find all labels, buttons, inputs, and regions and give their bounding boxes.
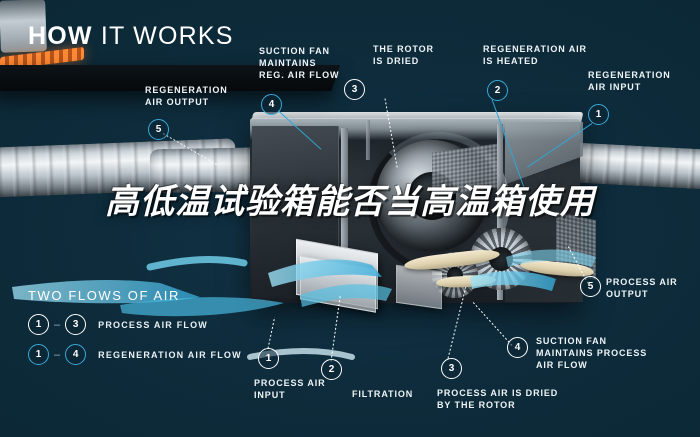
callout-label-3-process-dried: PROCESS AIR IS DRIED BY THE ROTOR <box>437 388 559 410</box>
legend-marker-to-4: 4 <box>65 344 87 365</box>
legend-marker-from-1: 1 <box>28 314 49 335</box>
legend-dash-2: – <box>54 348 61 361</box>
legend-marker-to-3: 3 <box>65 314 87 335</box>
callout-label-5-process-output: PROCESS AIR OUTPUT <box>606 277 678 299</box>
page-title-bold: HOW <box>28 22 93 50</box>
callout-label-1-process-input: PROCESS AIR INPUT <box>254 378 326 400</box>
callout-label-2-regen-heated: REGENERATION AIR IS HEATED <box>483 44 587 66</box>
legend-row-process-air-flow: 1 – 3 PROCESS AIR FLOW <box>28 314 242 335</box>
callout-label-4-process-fan: SUCTION FAN MAINTAINS PROCESS AIR FLOW <box>536 336 648 370</box>
legend: TWO FLOWS OF AIR 1 – 3 PROCESS AIR FLOW … <box>28 288 242 374</box>
callout-label-4-regen-fan: SUCTION FAN MAINTAINS REG. AIR FLOW <box>259 46 340 80</box>
callout-marker-3-rotor-dried[interactable]: 3 <box>344 79 365 100</box>
callout-label-3-rotor-dried: THE ROTOR IS DRIED <box>373 44 434 66</box>
legend-row-regeneration-air-flow: 1 – 4 REGENERATION AIR FLOW <box>28 344 242 365</box>
callout-marker-2-filtration[interactable]: 2 <box>321 359 342 380</box>
callout-marker-4-regen-fan[interactable]: 4 <box>261 94 282 115</box>
callout-marker-5-regen-output[interactable]: 5 <box>148 119 169 140</box>
overlay-title-chinese: 高低温试验箱能否当高温箱使用 <box>105 183 595 221</box>
cabinet-strut-left <box>341 128 348 300</box>
legend-title: TWO FLOWS OF AIR <box>28 288 180 303</box>
callout-label-5-regen-output: REGENERATION AIR OUTPUT <box>145 85 228 107</box>
page-title: HOW IT WORKS <box>28 22 234 51</box>
callout-marker-1-process-input[interactable]: 1 <box>258 348 279 369</box>
filter-cassette-tertiary <box>396 264 442 310</box>
legend-dash-1: – <box>54 318 61 331</box>
legend-label-process-air-flow: PROCESS AIR FLOW <box>98 319 208 330</box>
callout-marker-2-regen-heated[interactable]: 2 <box>487 80 508 101</box>
cabinet-strut-top <box>366 120 370 160</box>
cabinet-strut-right <box>497 124 503 300</box>
callout-label-2-filtration: FILTRATION <box>352 389 414 399</box>
legend-label-regeneration-air-flow: REGENERATION AIR FLOW <box>98 349 242 360</box>
callout-marker-4-process-fan[interactable]: 4 <box>507 337 528 358</box>
callout-marker-1-regen-input[interactable]: 1 <box>588 104 609 125</box>
callout-marker-3-process-dried[interactable]: 3 <box>441 358 462 379</box>
page-title-rest: IT WORKS <box>92 22 234 50</box>
callout-marker-5-process-output[interactable]: 5 <box>580 276 601 297</box>
callout-label-1-regen-input: REGENERATION AIR INPUT <box>588 70 671 92</box>
legend-marker-from-1-regen: 1 <box>28 344 49 365</box>
